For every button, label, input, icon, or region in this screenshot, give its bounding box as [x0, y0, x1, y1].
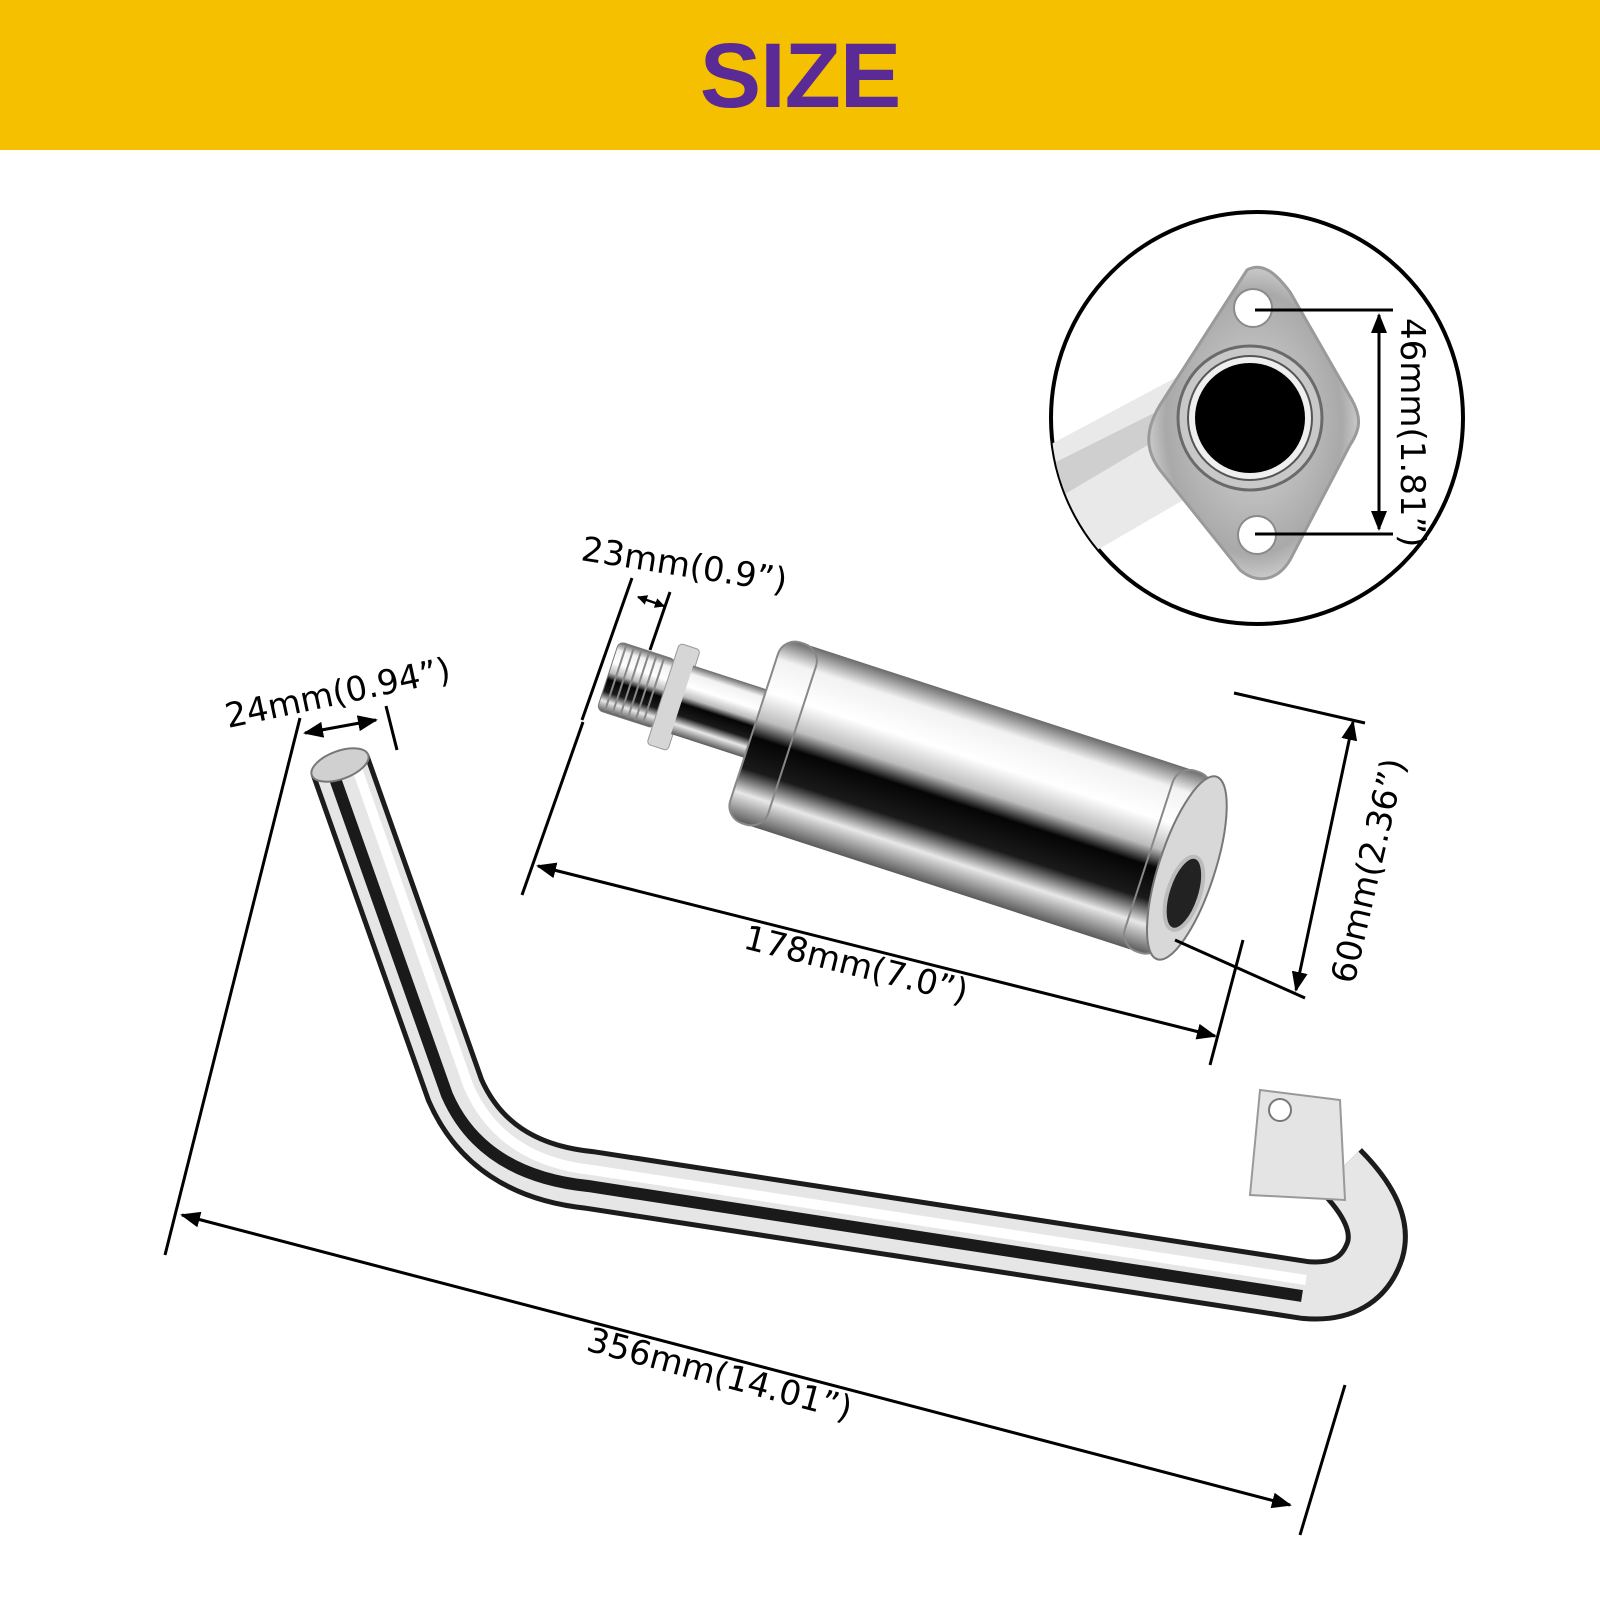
flange-detail-inset: 46mm(1.81”) [1049, 210, 1465, 626]
muffler-length-label: 178mm(7.0”) [740, 918, 972, 1012]
page-title: SIZE [699, 25, 901, 127]
pipe-diameter-label: 24mm(0.94”) [222, 650, 455, 737]
muffler-inlet-label: 23mm(0.9”) [579, 529, 790, 601]
header-banner: SIZE [0, 0, 1600, 150]
muffler [597, 640, 1228, 961]
exhaust-pipe [310, 747, 1408, 1322]
flange-hole-spacing-label: 46mm(1.81”) [1392, 318, 1432, 547]
pipe-length-label: 356mm(14.01”) [583, 1320, 857, 1429]
